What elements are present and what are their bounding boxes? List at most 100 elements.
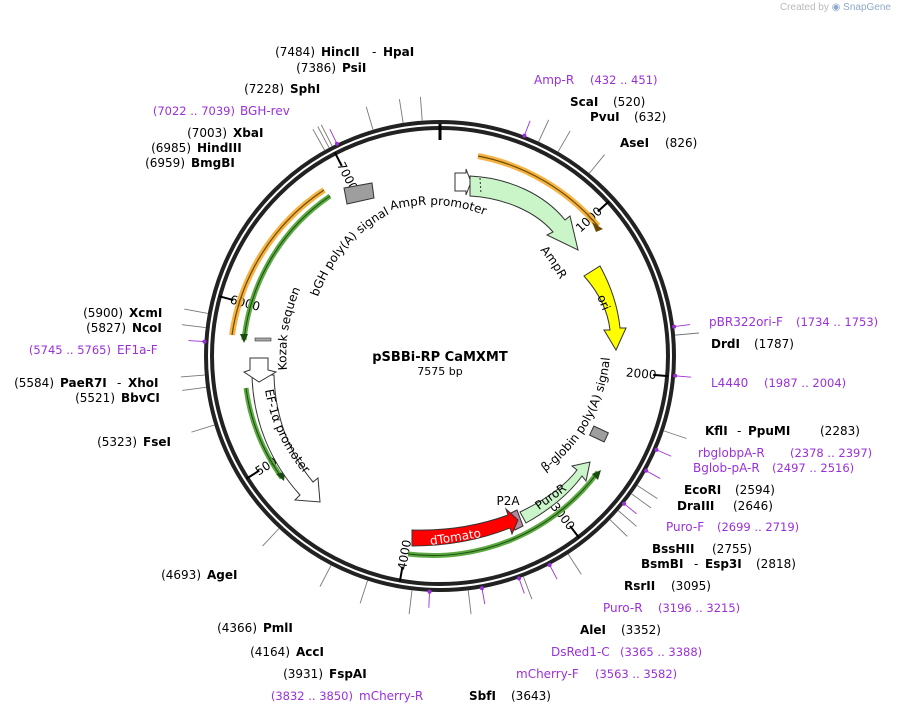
- enzyme-fsei-name[interactable]: FseI: [143, 435, 171, 449]
- ori-label: ori: [594, 293, 613, 313]
- enzyme-draiii-name[interactable]: DraIII: [677, 499, 714, 513]
- enzyme-agei-name[interactable]: AgeI: [207, 568, 237, 582]
- beta-globin-polya-feature[interactable]: [588, 425, 610, 443]
- enzyme-bmgbi-position: (6959): [145, 156, 185, 170]
- kozak-feature[interactable]: [254, 337, 272, 342]
- primer-pbr322ori-f-position: (1734 .. 1753): [796, 315, 878, 329]
- enzyme-psii-name[interactable]: PsiI: [342, 61, 366, 75]
- scale-tick-mark: [569, 525, 580, 539]
- enzyme-xbai-name[interactable]: XbaI: [233, 126, 263, 140]
- enzyme-leader-line: [262, 528, 280, 547]
- enzyme-hpai-name[interactable]: HpaI: [383, 45, 414, 59]
- enzyme-fspai-name[interactable]: FspAI: [329, 667, 367, 681]
- puror-feature[interactable]: [519, 461, 591, 524]
- ampr-feature[interactable]: [469, 175, 579, 251]
- enzyme-kfli-name[interactable]: KflI: [705, 424, 728, 438]
- primer-rbglobpa-r-name[interactable]: rbglobpA-R: [698, 446, 765, 460]
- enzyme-separator: -: [737, 424, 741, 438]
- enzyme-hincii-name[interactable]: HincII: [321, 45, 360, 59]
- enzyme-bsmbi-name[interactable]: BsmBI: [641, 557, 683, 571]
- enzyme-ecori-position: (2594): [735, 483, 775, 497]
- enzyme-scai-name[interactable]: ScaI: [570, 95, 598, 109]
- ampr-orf-arrowhead: [592, 222, 603, 232]
- enzyme-paer7i-name[interactable]: PaeR7I: [60, 376, 107, 390]
- bgh-polya-feature[interactable]: [343, 182, 375, 205]
- primer-l4440-name[interactable]: L4440: [711, 376, 748, 390]
- enzyme-pmli-position: (4366): [217, 621, 257, 635]
- enzyme-bbvci-name[interactable]: BbvCI: [121, 391, 160, 405]
- enzyme-leader-line: [419, 96, 423, 121]
- primer-mcherry-f-name[interactable]: mCherry-F: [516, 667, 579, 681]
- enzyme-sbfi-position: (3643): [511, 689, 551, 703]
- site-leaders: [180, 96, 700, 615]
- enzyme-xhoi-name[interactable]: XhoI: [128, 376, 159, 390]
- primer-ef1a-f-name[interactable]: EF1a-F: [117, 343, 158, 357]
- enzyme-ecori-name[interactable]: EcoRI: [684, 483, 721, 497]
- enzyme-ncoi-name[interactable]: NcoI: [132, 321, 162, 335]
- enzyme-xcmi-name[interactable]: XcmI: [129, 306, 162, 320]
- primer-puro-f-name[interactable]: Puro-F: [666, 520, 704, 534]
- enzyme-leader-line: [637, 485, 658, 500]
- primer-mcherry-r-name[interactable]: mCherry-R: [359, 689, 423, 703]
- enzyme-pmli-name[interactable]: PmlI: [263, 621, 293, 635]
- primer-leader-line: [523, 120, 531, 136]
- ef1a-promoter-feature[interactable]: [251, 374, 321, 503]
- primer-l4440-position: (1987 .. 2004): [764, 376, 846, 390]
- scale-tick-mark: [246, 469, 260, 480]
- enzyme-leader-line: [317, 126, 330, 148]
- dtomato-feature[interactable]: [411, 507, 519, 547]
- enzyme-separator: -: [694, 557, 698, 571]
- enzyme-ppumi-name[interactable]: PpuMI: [748, 424, 790, 438]
- primer-site-marker: [654, 447, 659, 452]
- enzyme-bmgbi-name[interactable]: BmgBI: [191, 156, 235, 170]
- enzyme-alei-name[interactable]: AleI: [580, 623, 606, 637]
- enzyme-esp3i-name[interactable]: Esp3I: [705, 557, 742, 571]
- enzyme-leader-line: [588, 154, 605, 174]
- primer-bgh-rev-position: (7022 .. 7039): [153, 104, 235, 118]
- primer-mcherry-r-position: (3832 .. 3850): [271, 689, 353, 703]
- enzyme-bbvci-position: (5521): [75, 391, 115, 405]
- enzyme-drdi-name[interactable]: DrdI: [711, 337, 740, 351]
- primer-dsred1-c-position: (3365 .. 3388): [620, 645, 702, 659]
- enzyme-rsrii-position: (3095): [671, 579, 711, 593]
- enzyme-psii-position: (7386): [296, 61, 336, 75]
- enzyme-sbfi-name[interactable]: SbfI: [469, 689, 496, 703]
- primer-dsred1-c-name[interactable]: DsRed1-C: [551, 645, 610, 659]
- scale-tick-mark: [597, 200, 610, 213]
- enzyme-leader-line: [181, 324, 206, 328]
- scale-tick-mark: [398, 566, 404, 582]
- enzyme-xcmi-position: (5900): [83, 306, 123, 320]
- primer-leader-line: [329, 129, 338, 144]
- enzyme-hindiii-position: (6985): [151, 141, 191, 155]
- primer-amp-r-name[interactable]: Amp-R: [534, 73, 574, 87]
- primer-puro-r-name[interactable]: Puro-R: [603, 601, 643, 615]
- primer-bglob-pa-r-position: (2497 .. 2516): [772, 461, 854, 475]
- enzyme-bsshii-name[interactable]: BssHII: [652, 542, 694, 556]
- primer-pbr322ori-f-name[interactable]: pBR322ori-F: [709, 315, 783, 329]
- ori-feature[interactable]: [583, 265, 627, 352]
- enzyme-hindiii-name[interactable]: HindIII: [197, 141, 242, 155]
- ampr-promoter-feature[interactable]: [454, 168, 472, 196]
- primer-bgh-rev-name[interactable]: BGH-rev: [240, 104, 290, 118]
- primer-bglob-pa-r-name[interactable]: Bglob-pA-R: [693, 461, 760, 475]
- enzyme-sphi-name[interactable]: SphI: [290, 82, 320, 96]
- enzyme-rsrii-name[interactable]: RsrII: [624, 579, 655, 593]
- backbone-outer-ring: [204, 120, 676, 592]
- enzyme-xbai-position: (7003): [187, 126, 227, 140]
- credit-app-name: SnapGene: [843, 2, 891, 13]
- scale-tick-mark: [653, 373, 669, 378]
- enzyme-fspai-position: (3931): [283, 667, 323, 681]
- enzyme-agei-position: (4693): [161, 568, 201, 582]
- enzyme-asei-name[interactable]: AseI: [620, 136, 649, 150]
- enzyme-acci-name[interactable]: AccI: [296, 645, 324, 659]
- primer-leader-line: [623, 503, 637, 515]
- ampr-feature-divider: [479, 177, 482, 195]
- snapgene-credit: Created by ◉ SnapGene: [780, 2, 891, 13]
- enzyme-paer7i-position: (5584): [14, 376, 54, 390]
- plasmid-length: 7575 bp: [417, 365, 462, 378]
- primer-leader-line: [549, 564, 558, 580]
- primer-rbglobpa-r-position: (2378 .. 2397): [790, 446, 872, 460]
- bottom-green-arc-line: [407, 471, 599, 557]
- enzyme-leader-line: [180, 374, 205, 378]
- enzyme-pvui-name[interactable]: PvuI: [590, 110, 620, 124]
